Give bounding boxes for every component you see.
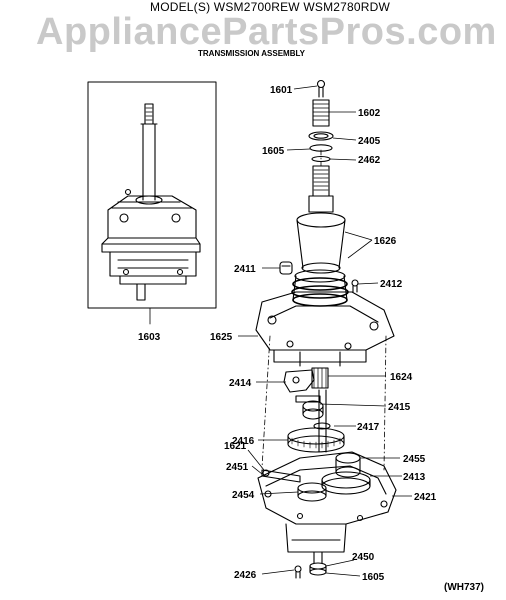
label-2412: 2412 xyxy=(380,279,403,290)
label-2454: 2454 xyxy=(232,490,255,501)
label-1602: 1602 xyxy=(358,108,381,119)
part-boot-seal xyxy=(291,269,349,307)
label-2411: 2411 xyxy=(234,264,256,275)
part-1601-bolt xyxy=(316,79,326,98)
label-2462: 2462 xyxy=(358,155,381,166)
assembly-title: TRANSMISSION ASSEMBLY xyxy=(198,49,305,58)
transmission-inset-drawing xyxy=(101,103,201,301)
label-1603: 1603 xyxy=(138,332,161,343)
part-labels: 1601 1602 2405 1605 2462 1626 2411 2412 … xyxy=(138,85,437,583)
part-2455-gear xyxy=(335,452,361,478)
label-1601: 1601 xyxy=(270,85,293,96)
label-2451: 2451 xyxy=(226,462,249,473)
part-2414-plate xyxy=(283,369,315,393)
part-1624-gear xyxy=(311,367,329,389)
assembly-guides xyxy=(261,149,387,471)
model-line: MODEL(S) WSM2700REW WSM2780RDW xyxy=(150,0,391,14)
label-1605-bottom: 1605 xyxy=(362,572,385,583)
part-2426-screw xyxy=(294,565,302,579)
label-2414: 2414 xyxy=(229,378,252,389)
label-2413: 2413 xyxy=(403,472,426,483)
label-1626: 1626 xyxy=(374,236,397,247)
part-2416-main-gear xyxy=(287,422,345,453)
part-2411-cap xyxy=(279,261,293,275)
label-2455: 2455 xyxy=(403,454,426,465)
label-1625: 1625 xyxy=(210,332,233,343)
part-2413-large-gear xyxy=(321,471,371,495)
part-1621-link xyxy=(261,469,301,483)
part-center-shaft xyxy=(318,389,327,453)
label-1605-top: 1605 xyxy=(262,146,285,157)
leader-lines xyxy=(238,85,412,577)
label-2417: 2417 xyxy=(357,422,380,433)
label-2415: 2415 xyxy=(388,402,411,413)
diagram-code: (WH737) xyxy=(444,582,485,593)
label-2421: 2421 xyxy=(414,492,437,503)
part-1625-upper-housing xyxy=(255,291,395,367)
label-1621: 1621 xyxy=(224,441,247,452)
part-2454-gear xyxy=(297,482,327,502)
part-2405-seal xyxy=(308,131,334,141)
watermark: AppliancePartsPros.com xyxy=(36,11,497,53)
label-1624: 1624 xyxy=(390,372,413,383)
part-2412-screw xyxy=(351,279,359,293)
label-2416: 2416 xyxy=(232,436,255,447)
part-1602-spline-sleeve xyxy=(312,99,330,127)
inset-box xyxy=(87,81,217,309)
part-2421-lower-housing xyxy=(257,451,397,553)
label-2405: 2405 xyxy=(358,136,381,147)
part-shaft-upper xyxy=(308,165,334,213)
label-2450: 2450 xyxy=(352,552,375,563)
label-2426: 2426 xyxy=(234,570,257,581)
part-2450-bottom-seal xyxy=(309,551,327,576)
part-1626-bearing-collar xyxy=(296,212,346,274)
part-2415-gear xyxy=(295,395,324,420)
